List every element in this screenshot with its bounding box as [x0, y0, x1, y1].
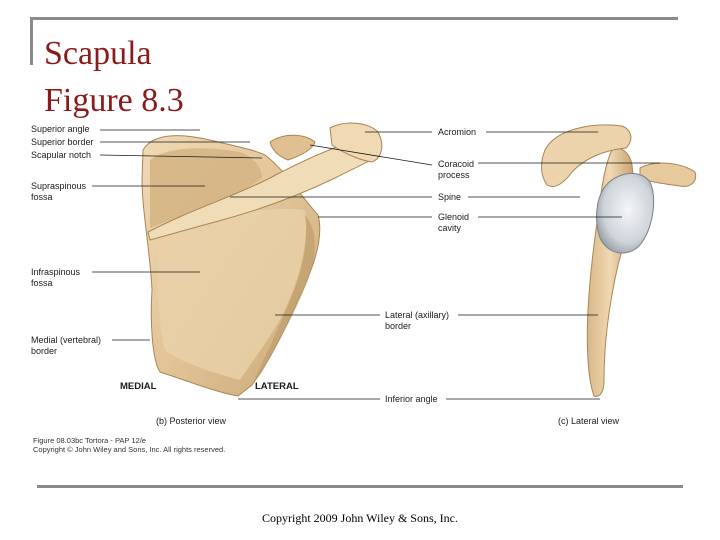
label-medial-border-2: border	[31, 346, 57, 357]
title-line-1: Scapula	[44, 35, 152, 72]
label-scapular-notch: Scapular notch	[31, 150, 91, 161]
title-line-2: Figure 8.3	[44, 82, 184, 119]
label-infraspinous-fossa-1: Infraspinous	[31, 267, 80, 278]
label-supraspinous-fossa-1: Supraspinous	[31, 181, 86, 192]
caption-lateral-view: (c) Lateral view	[558, 416, 619, 427]
label-supraspinous-fossa-2: fossa	[31, 192, 53, 203]
label-superior-angle: Superior angle	[31, 124, 90, 135]
slide-frame-bottom	[37, 485, 683, 488]
coracoid-shape	[270, 135, 315, 160]
label-glenoid-cavity-2: cavity	[438, 223, 461, 234]
label-inferior-angle: Inferior angle	[385, 394, 438, 405]
label-acromion: Acromion	[438, 127, 476, 138]
label-lateral-border-2: border	[385, 321, 411, 332]
slide-frame-left	[30, 17, 33, 65]
slide-footer-copyright: Copyright 2009 John Wiley & Sons, Inc.	[0, 511, 720, 526]
label-spine: Spine	[438, 192, 461, 203]
slide-frame-top	[30, 17, 678, 20]
label-medial-orientation: MEDIAL	[120, 381, 156, 392]
infraspinous-fossa-shape	[157, 209, 306, 380]
label-lateral-border-1: Lateral (axillary)	[385, 310, 449, 321]
label-coracoid-process-2: process	[438, 170, 470, 181]
figure-credit-line-2: Copyright © John Wiley and Sons, Inc. Al…	[33, 445, 225, 455]
label-glenoid-cavity-1: Glenoid	[438, 212, 469, 223]
label-superior-border: Superior border	[31, 137, 94, 148]
slide-title: Scapula Figure 8.3	[44, 30, 184, 124]
label-lateral-orientation: LATERAL	[255, 381, 299, 392]
caption-posterior-view: (b) Posterior view	[156, 416, 226, 427]
label-medial-border-1: Medial (vertebral)	[31, 335, 101, 346]
label-coracoid-process-1: Coracoid	[438, 159, 474, 170]
label-infraspinous-fossa-2: fossa	[31, 278, 53, 289]
scapula-illustration	[28, 118, 700, 458]
